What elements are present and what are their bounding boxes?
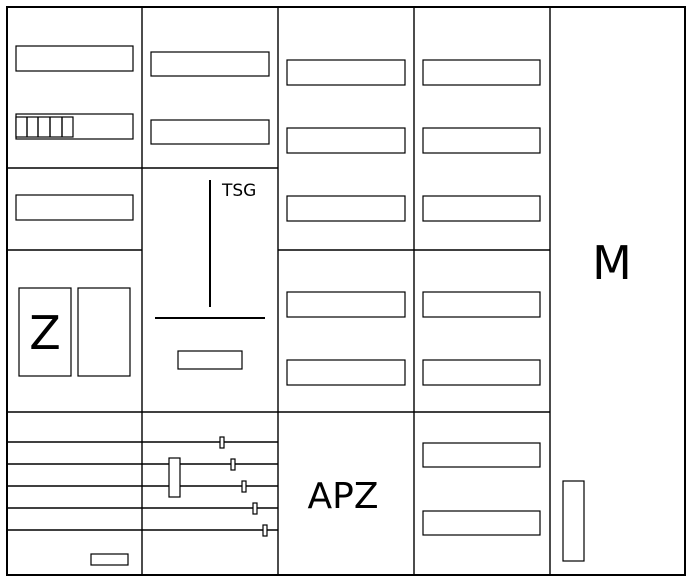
busbar-connectors (219, 436, 268, 537)
col3-breaker-slot-1 (286, 59, 406, 86)
meter-z-label: Z (29, 306, 61, 360)
m-terminal (562, 480, 585, 562)
col4-breaker-slot-2 (422, 127, 541, 154)
apz-label: APZ (308, 476, 379, 517)
tsg-terminal (177, 350, 243, 370)
board-frame (6, 6, 686, 576)
col4-breaker-slot-6 (422, 442, 541, 468)
meter-blank-box (77, 287, 131, 377)
tsg-label: TSG (221, 181, 256, 201)
col4-breaker-slot-7 (422, 510, 541, 536)
col3-breaker-slot-4 (286, 291, 406, 318)
busbar-clamp (168, 457, 181, 498)
col3-breaker-slot-2 (286, 127, 406, 154)
col4-breaker-slot-5 (422, 359, 541, 386)
terminal-block-icon (15, 116, 74, 138)
col2-breaker-slot-1 (150, 51, 270, 77)
col4-breaker-slot-4 (422, 291, 541, 318)
meter-z-box (18, 287, 72, 377)
col4-breaker-slot-3 (422, 195, 541, 222)
col4-breaker-slot-1 (422, 59, 541, 86)
col2-breaker-slot-2 (150, 119, 270, 145)
col1-breaker-slot-1 (15, 45, 134, 72)
col1-bottom-terminal (90, 553, 129, 566)
col1-breaker-slot-3 (15, 194, 134, 221)
col3-breaker-slot-3 (286, 195, 406, 222)
m-label: M (592, 236, 632, 290)
col3-breaker-slot-5 (286, 359, 406, 386)
